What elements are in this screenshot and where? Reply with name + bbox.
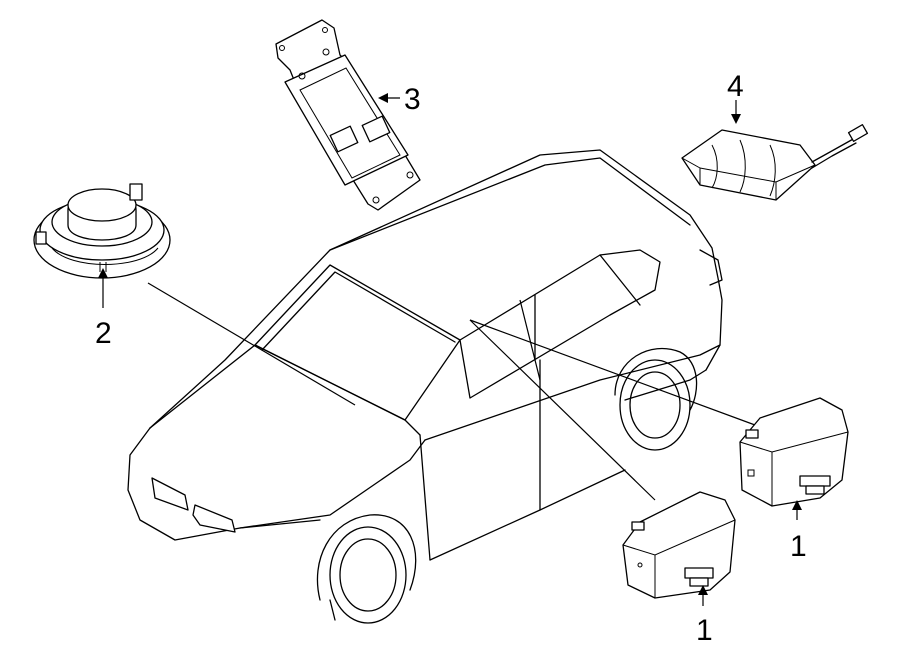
vehicle-outline: [127, 149, 723, 624]
control-module-part: [275, 19, 421, 211]
callout-label-3: 3: [404, 83, 421, 116]
sensor-module-upper-part: [739, 397, 849, 507]
callout-label-4: 4: [727, 70, 744, 103]
battery-pack-part: [681, 124, 869, 201]
speaker-part: [33, 183, 171, 279]
leader-lines: [147, 282, 756, 501]
callout-label-1-lower: 1: [696, 614, 713, 647]
callout-label-2: 2: [95, 317, 112, 350]
callout-label-1-upper: 1: [790, 530, 807, 563]
callout-arrows: [98, 93, 802, 606]
sensor-module-lower-part: [622, 491, 736, 599]
